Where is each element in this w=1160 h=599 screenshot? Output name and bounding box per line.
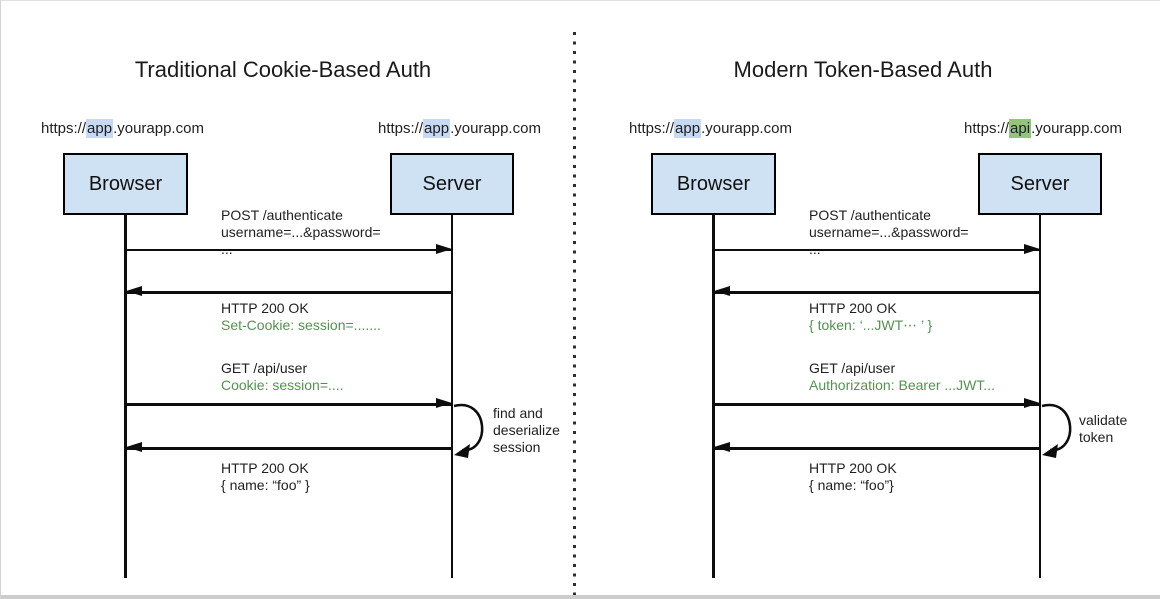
left-browser-url-domain: .yourapp.com (113, 120, 204, 137)
left-message-2-label: HTTP 200 OK Set-Cookie: session=....... (221, 300, 381, 334)
right-message-4-label: HTTP 200 OK { name: “foo”} (809, 460, 897, 494)
left-loop-line2: deserialize (493, 422, 560, 438)
left-browser-url-subdomain-highlight: app (86, 119, 114, 138)
left-arrow-post-authenticate (126, 244, 452, 253)
left-message-4-label: HTTP 200 OK { name: “foo” } (221, 460, 310, 494)
left-m3-line2: Cookie: session=.... (221, 377, 344, 393)
left-m2-line2: Set-Cookie: session=....... (221, 317, 381, 333)
left-self-loop-arrow (453, 403, 484, 458)
left-m1-line2: username=...&password= (221, 224, 381, 240)
panel-divider-dotted-line (573, 32, 576, 599)
right-m2-line2: { token: ‘...JWT⋯ ’ } (809, 317, 933, 333)
right-server-url-domain: .yourapp.com (1031, 120, 1122, 137)
right-server-box: Server (978, 153, 1102, 215)
right-browser-url-domain: .yourapp.com (701, 120, 792, 137)
right-browser-url-scheme: https:// (629, 120, 675, 137)
left-loop-line3: session (493, 439, 541, 455)
right-arrow-http-200-name (713, 443, 1039, 452)
right-browser-label: Browser (676, 172, 751, 195)
left-server-url-domain: .yourapp.com (450, 120, 541, 137)
left-server-label: Server (422, 172, 482, 195)
right-message-3-label: GET /api/user Authorization: Bearer ...J… (809, 360, 995, 394)
left-server-url: https://app.yourapp.com (378, 119, 541, 138)
left-server-url-subdomain-highlight: app (423, 119, 451, 138)
left-server-lifeline (450, 215, 454, 578)
right-server-lifeline (1038, 215, 1042, 578)
left-browser-url-scheme: https:// (41, 120, 87, 137)
right-browser-url: https://app.yourapp.com (629, 119, 792, 138)
left-m4-line2: { name: “foo” } (221, 477, 310, 493)
left-browser-label: Browser (88, 172, 163, 195)
right-m4-line1: HTTP 200 OK (809, 460, 897, 476)
left-browser-lifeline (124, 215, 127, 578)
right-server-url-scheme: https:// (964, 120, 1010, 137)
right-server-url-subdomain-highlight: api (1009, 119, 1032, 138)
right-browser-url-subdomain-highlight: app (674, 119, 702, 138)
left-browser-box: Browser (63, 153, 188, 215)
right-loop-line1: validate (1079, 412, 1128, 428)
right-m3-line1: GET /api/user (809, 360, 896, 376)
page-bottom-edge (1, 595, 1160, 599)
right-loop-line2: token (1079, 429, 1114, 445)
right-diagram-title: Modern Token-Based Auth (733, 57, 993, 82)
right-self-action-note: validate token (1079, 412, 1127, 446)
right-m3-line2: Authorization: Bearer ...JWT... (809, 377, 995, 393)
left-server-url-scheme: https:// (378, 120, 424, 137)
left-m4-line1: HTTP 200 OK (221, 460, 309, 476)
left-arrow-get-api-user (126, 399, 452, 408)
right-message-1-label: POST /authenticate username=...&password… (809, 207, 969, 258)
left-loop-line1: find and (493, 405, 543, 421)
left-arrow-http-200-name (125, 443, 451, 452)
right-arrow-get-api-user (714, 399, 1040, 408)
right-m4-line2: { name: “foo”} (809, 477, 894, 493)
right-server-label: Server (1010, 172, 1070, 195)
left-self-action-note: find and deserialize session (493, 405, 560, 456)
right-m1-line2: username=...&password= (809, 224, 969, 240)
right-browser-lifeline (712, 215, 715, 578)
right-m1-line1: POST /authenticate (809, 207, 931, 223)
left-m3-line1: GET /api/user (221, 360, 308, 376)
right-m2-line1: HTTP 200 OK (809, 300, 897, 316)
right-browser-box: Browser (651, 153, 776, 215)
right-message-2-label: HTTP 200 OK { token: ‘...JWT⋯ ’ } (809, 300, 932, 334)
left-server-box: Server (390, 153, 514, 215)
left-message-3-label: GET /api/user Cookie: session=.... (221, 360, 344, 394)
right-server-url: https://api.yourapp.com (964, 119, 1122, 138)
right-self-loop-arrow (1041, 403, 1072, 458)
left-diagram-title: Traditional Cookie-Based Auth (134, 57, 432, 82)
right-arrow-post-authenticate (714, 244, 1040, 253)
left-browser-url: https://app.yourapp.com (41, 119, 204, 138)
right-arrow-http-200-token (713, 287, 1039, 296)
left-m1-line1: POST /authenticate (221, 207, 343, 223)
left-m2-line1: HTTP 200 OK (221, 300, 309, 316)
left-arrow-http-200-setcookie (125, 287, 451, 296)
